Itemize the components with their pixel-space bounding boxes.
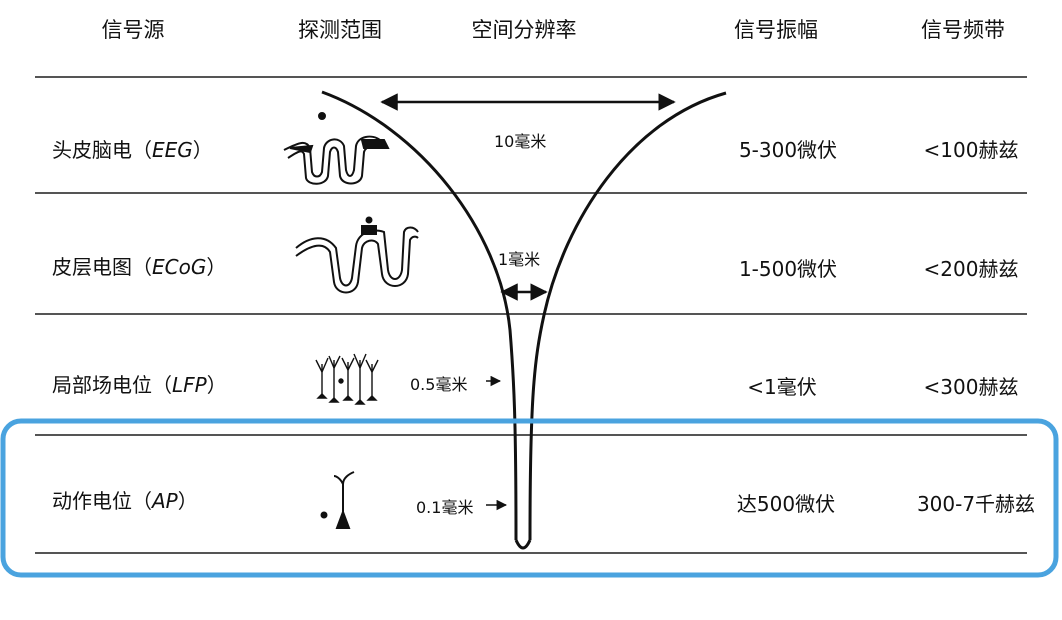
resolution-label-ecog: 1毫米: [498, 250, 541, 269]
row-separators: [35, 76, 1027, 554]
neuron-icon: [328, 355, 341, 403]
resolution-label-eeg: 10毫米: [494, 132, 547, 151]
source-label-eeg: 头皮脑电（EEG）: [52, 138, 213, 162]
highlight-box: [0, 418, 1059, 578]
resolution-label-ap: 0.1毫米: [416, 498, 474, 517]
source-name: 局部场电位: [52, 373, 152, 397]
neuron-icon: [365, 359, 379, 401]
resolution-label-lfp: 0.5毫米: [410, 375, 468, 394]
source-abbr: ECoG: [152, 255, 207, 279]
neuron-icon: [341, 357, 355, 401]
header-signal-band: 信号频带: [921, 18, 1005, 42]
header-signal-source: 信号源: [101, 18, 165, 42]
header-spatial-resolution: 空间分辨率: [471, 18, 577, 42]
amplitude-ap: 达500微伏: [736, 492, 836, 516]
source-label-ecog: 皮层电图（ECoG）: [52, 255, 227, 279]
amplitude-ecog: 1-500微伏: [738, 257, 838, 281]
neuron-icon: [353, 353, 367, 405]
source-abbr: AP: [152, 489, 178, 513]
source-name: 动作电位: [52, 489, 132, 513]
funnel-right: [528, 91, 727, 541]
lfp-neurons-icon: [315, 353, 379, 405]
source-label-ap: 动作电位（AP）: [52, 489, 198, 513]
source-abbr: LFP: [172, 373, 207, 397]
resolution-funnel: [321, 90, 727, 550]
header-detection-range: 探测范围: [298, 18, 382, 42]
ecog-cortex-icon: [295, 216, 419, 294]
band-lfp: <300赫兹: [923, 375, 1019, 399]
source-label-lfp: 局部场电位（LFP）: [52, 373, 227, 397]
funnel-tip: [514, 539, 532, 550]
neuron-icon: [315, 357, 329, 399]
amplitude-eeg: 5-300微伏: [738, 138, 838, 162]
header-signal-amplitude: 信号振幅: [734, 18, 818, 42]
band-ap: 300-7千赫兹: [916, 492, 1036, 516]
source-abbr: EEG: [152, 138, 193, 162]
band-eeg: <100赫兹: [923, 138, 1019, 162]
funnel-left: [321, 90, 518, 541]
eeg-cortex-icon: [283, 112, 390, 185]
ap-neuron-icon: [320, 471, 355, 529]
band-ecog: <200赫兹: [923, 257, 1019, 281]
source-name: 皮层电图: [52, 255, 132, 279]
amplitude-lfp: <1毫伏: [747, 375, 817, 399]
source-name: 头皮脑电: [52, 138, 132, 162]
